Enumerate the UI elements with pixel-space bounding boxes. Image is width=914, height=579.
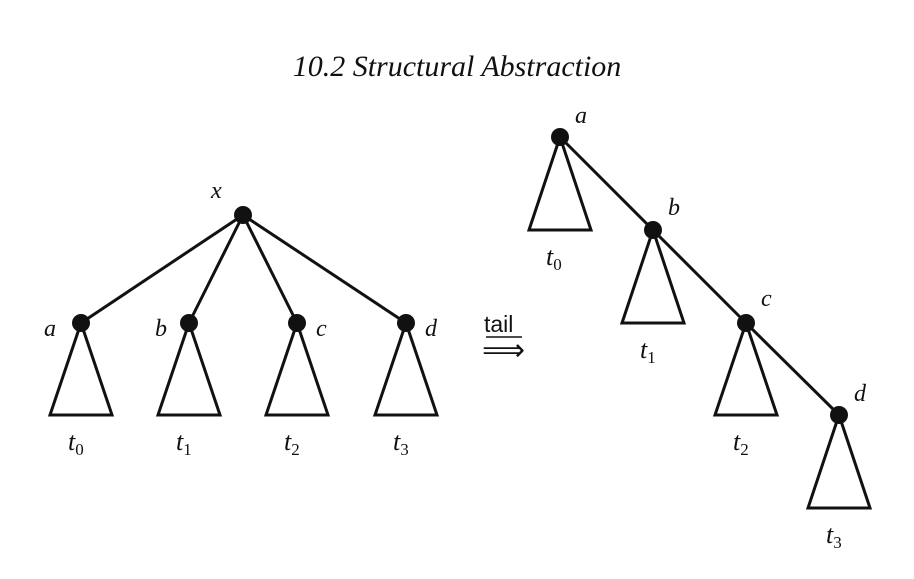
right-subtree-t0 bbox=[526, 132, 594, 232]
right-edge-b-c bbox=[651, 228, 748, 325]
left-subtree-label-t2: t2 bbox=[284, 427, 300, 459]
left-subtree-t2 bbox=[263, 318, 331, 417]
left-subtree-label-t3: t3 bbox=[393, 427, 409, 459]
left-subtree-t3 bbox=[372, 318, 440, 417]
left-edge-x-a bbox=[80, 213, 244, 325]
double-arrow-icon: ⟹ bbox=[482, 333, 525, 368]
left-subtree-label-t1: t1 bbox=[176, 427, 192, 459]
right-subtree-label-t2: t2 bbox=[733, 427, 749, 459]
left-edge-x-b bbox=[187, 214, 245, 324]
right-node-b bbox=[644, 221, 662, 239]
right-subtree-t2 bbox=[712, 318, 780, 417]
left-subtree-t0 bbox=[47, 318, 115, 417]
left-node-a bbox=[72, 314, 90, 332]
right-subtree-label-t0: t0 bbox=[546, 242, 562, 274]
right-node-c bbox=[737, 314, 755, 332]
right-label-c: c bbox=[761, 286, 772, 312]
left-edge-x-d bbox=[242, 213, 407, 325]
left-label-c: c bbox=[316, 316, 327, 342]
left-label-d: d bbox=[425, 316, 438, 342]
left-label-a: a bbox=[44, 316, 56, 342]
left-node-b bbox=[180, 314, 198, 332]
left-node-c bbox=[288, 314, 306, 332]
right-edge-a-b bbox=[558, 135, 655, 232]
left-node-d bbox=[397, 314, 415, 332]
left-edge-x-c bbox=[241, 214, 299, 324]
right-subtree-label-t1: t1 bbox=[640, 335, 656, 367]
left-label-x: x bbox=[210, 178, 222, 204]
right-subtree-t3 bbox=[805, 410, 873, 510]
right-subtree-t1 bbox=[619, 225, 687, 325]
right-label-d: d bbox=[854, 381, 867, 407]
page-heading: 10.2 Structural Abstraction bbox=[292, 50, 622, 83]
right-subtree-label-t3: t3 bbox=[826, 520, 842, 552]
right-label-a: a bbox=[575, 103, 587, 129]
left-node-x bbox=[234, 206, 252, 224]
left-label-b: b bbox=[155, 316, 167, 342]
right-node-a bbox=[551, 128, 569, 146]
left-subtree-t1 bbox=[155, 318, 223, 417]
right-label-b: b bbox=[668, 195, 680, 221]
right-node-d bbox=[830, 406, 848, 424]
left-subtree-label-t0: t0 bbox=[68, 427, 84, 459]
right-edge-c-d bbox=[744, 321, 841, 417]
arrow-label: tail bbox=[484, 311, 513, 337]
